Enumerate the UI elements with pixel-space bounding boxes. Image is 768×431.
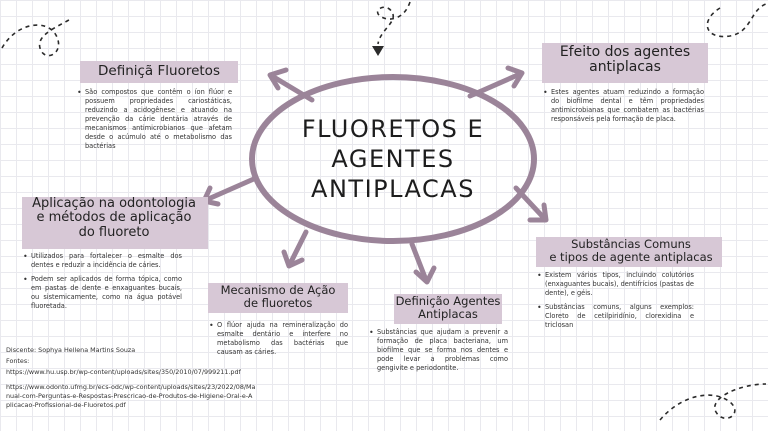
arrow-head-top (372, 46, 384, 56)
heading-definicao-agentes-line2: Antiplacas (418, 306, 478, 321)
bullets-definicao-agentes: Substâncias que ajudam a prevenir a form… (368, 328, 508, 378)
bullets-mecanismo: O flúor ajuda na remineralização do esma… (208, 321, 348, 362)
highlight-substancias (536, 237, 722, 267)
highlight-efeito-agentes (542, 43, 708, 83)
heading-definicao-agentes-line1: Definição Agentes (395, 294, 501, 308)
arrow-to-efeito-agentes (467, 71, 523, 99)
heading-mecanismo-line2: de fluoretos (243, 295, 313, 310)
dashed-doodle-top-right (706, 3, 767, 38)
heading-efeito-agentes-line1: Efeito dos agentes (559, 44, 691, 60)
arrow-to-substancias (513, 185, 547, 221)
heading-mecanismo: Mecanismo de Ação de fluoretos (208, 284, 348, 309)
heading-mecanismo-line1: Mecanismo de Ação (220, 283, 336, 297)
bullets-definicao-fluoretos: São compostos que contêm o íon flúor e p… (76, 88, 232, 156)
sources-label: Fontes: (6, 357, 30, 365)
bullets-efeito-agentes: Estes agentes atuam reduzindo a formação… (542, 88, 704, 129)
arrow-to-aplicacao (203, 175, 259, 203)
heading-efeito-agentes: Efeito dos agentes antiplacas (542, 44, 708, 76)
arrow-to-definicao-fluoretos (269, 73, 315, 103)
heading-aplicacao-line1: Aplicação na odontologia (32, 196, 196, 211)
student-name: Discente: Sophya Hellena Martins Souza (6, 346, 136, 354)
highlight-mecanismo (208, 283, 348, 313)
arrow-to-definicao-agentes (409, 241, 429, 283)
list-item: Substâncias comuns, alguns exemplos: Clo… (536, 303, 694, 330)
heading-aplicacao-line2: e métodos de aplicação (36, 210, 192, 226)
list-item: Existem vários tipos, incluindo colutóri… (536, 271, 694, 298)
list-item: Utilizados para fortalecer o esmalte dos… (22, 252, 182, 270)
list-item: São compostos que contêm o íon flúor e p… (76, 88, 232, 151)
list-item: Substâncias que ajudam a prevenir a form… (368, 328, 508, 373)
central-title-line3: ANTIPLACAS (311, 175, 475, 203)
arrow-to-mecanismo (287, 229, 309, 267)
highlight-definicao-fluoretos (80, 61, 238, 83)
central-title: FLUORETOS E AGENTES ANTIPLACAS (268, 114, 518, 204)
bullets-substancias: Existem vários tipos, incluindo colutóri… (536, 271, 694, 335)
heading-aplicacao-line3: do fluoreto (78, 224, 150, 240)
central-title-line1: FLUORETOS E (301, 115, 485, 143)
heading-definicao-agentes: Definição Agentes Antiplacas (388, 295, 508, 320)
bullets-aplicacao: Utilizados para fortalecer o esmalte dos… (22, 252, 182, 316)
heading-substancias: Substâncias Comuns e tipos de agente ant… (526, 238, 736, 263)
list-item: Podem ser aplicados de forma tópica, com… (22, 275, 182, 311)
highlight-aplicacao (22, 197, 208, 249)
list-item: Estes agentes atuam reduzindo a formação… (542, 88, 704, 124)
dashed-doodle-top (376, 1, 411, 45)
credits-block: Discente: Sophya Hellena Martins Souza F… (6, 346, 256, 412)
dashed-doodle-top-left (1, 17, 73, 57)
heading-substancias-line2: e tipos de agente antiplacas (549, 249, 713, 264)
central-title-line2: AGENTES (331, 145, 455, 173)
heading-efeito-agentes-line2: antiplacas (589, 59, 661, 76)
heading-aplicacao: Aplicação na odontologia e métodos de ap… (16, 196, 212, 240)
dashed-doodle-bottom-right (659, 383, 767, 421)
list-item: O flúor ajuda na remineralização do esma… (208, 321, 348, 357)
heading-definicao-fluoretos: Definiçã Fluoretos (98, 63, 220, 79)
heading-substancias-line1: Substâncias Comuns (571, 237, 691, 251)
source-link-1[interactable]: https://www.hu.usp.br/wp-content/uploads… (6, 368, 241, 376)
highlight-definicao-agentes (394, 294, 502, 324)
source-link-2[interactable]: https://www.odonto.ufmg.br/ecs-odc/wp-co… (6, 383, 256, 409)
